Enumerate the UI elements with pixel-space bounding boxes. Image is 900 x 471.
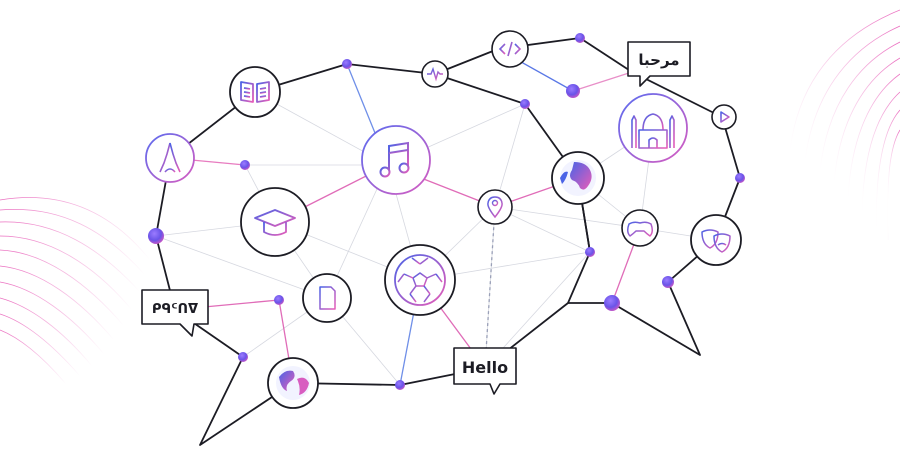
activity-pulse-icon [421, 60, 449, 88]
arabic-greeting-text: مرحبا [638, 51, 679, 69]
hello-speech-bubble: Hello [453, 347, 517, 395]
theater-masks-icon [690, 214, 742, 266]
decorative-wave-right [789, 9, 900, 241]
eiffel-tower-icon [145, 133, 195, 183]
decorative-wave-left [0, 197, 151, 385]
network-nodes [148, 33, 745, 390]
script-greeting-text: ᑭᑫᑦᑎᐁ [152, 302, 198, 317]
script-speech-bubble: ᑭᑫᑦᑎᐁ [141, 289, 209, 337]
document-icon [302, 273, 352, 323]
play-icon [711, 104, 737, 130]
music-note-icon [361, 125, 431, 195]
soccer-ball-icon [384, 244, 456, 316]
arabic-speech-bubble: مرحبا [627, 41, 691, 87]
earth-globe-icon [267, 357, 319, 409]
globe-icon [551, 151, 605, 205]
graduation-cap-icon [240, 187, 310, 257]
location-pin-icon [477, 189, 513, 225]
hello-greeting-text: Hello [462, 358, 508, 377]
code-brackets-icon [491, 30, 529, 68]
open-book-icon [229, 66, 281, 118]
game-controller-icon [621, 209, 659, 247]
left-bubble-outline [155, 63, 591, 446]
mosque-icon [618, 93, 688, 163]
